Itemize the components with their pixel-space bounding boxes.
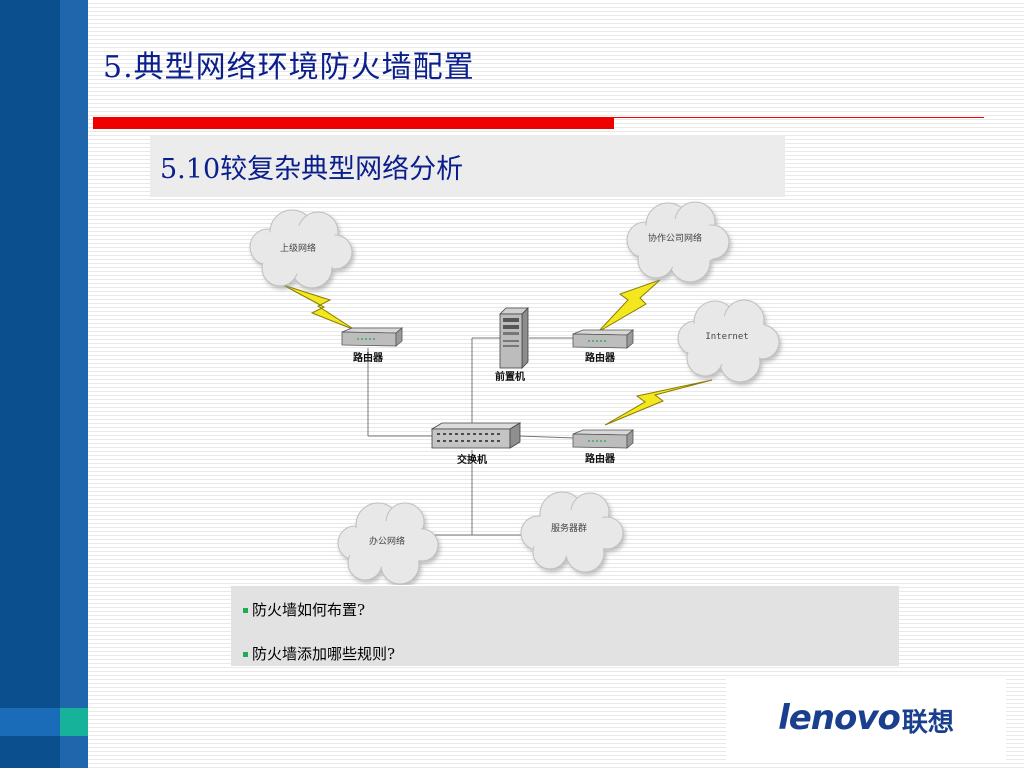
lightning-partner-icon bbox=[597, 279, 661, 333]
cloud-office-icon bbox=[337, 502, 439, 585]
logo-chinese: 联想 bbox=[901, 707, 954, 738]
network-diagram: 上级网络 协作公司网络 Internet 办公网络 服务器群 bbox=[249, 201, 780, 585]
sidebar-dark-band bbox=[0, 0, 60, 768]
slide-subtitle: 5.10较复杂典型网络分析 bbox=[160, 153, 464, 185]
question-item: 防火墙如何布置? bbox=[241, 596, 889, 624]
label-frontend: 前置机 bbox=[495, 370, 525, 383]
router-bottom-right-icon bbox=[572, 429, 635, 449]
subtitle-box: 5.10较复杂典型网络分析 bbox=[150, 135, 785, 197]
question-item: 防火墙添加哪些规则? bbox=[241, 640, 889, 668]
label-switch: 交换机 bbox=[457, 453, 487, 466]
sidebar-light-band bbox=[60, 0, 88, 768]
title-underline-red bbox=[93, 117, 614, 129]
router-top-right-icon bbox=[572, 329, 635, 349]
sidebar-accent-blue bbox=[0, 708, 60, 736]
question-box: 防火墙如何布置? 防火墙添加哪些规则? bbox=[231, 586, 899, 666]
cloud-label-office: 办公网络 bbox=[369, 535, 405, 547]
slide-title: 5.典型网络环境防火墙配置 bbox=[103, 50, 475, 85]
lightning-internet-icon bbox=[604, 379, 713, 426]
logo-wordmark: lenovo bbox=[778, 698, 901, 738]
frontend-server-icon bbox=[499, 307, 529, 369]
cloud-label-upstream: 上级网络 bbox=[280, 242, 316, 254]
cloud-internet-icon bbox=[677, 299, 780, 383]
connection-lines bbox=[367, 337, 576, 536]
title-underline-thin bbox=[614, 117, 984, 118]
cloud-label-servers: 服务器群 bbox=[551, 522, 587, 534]
lightning-upstream-icon bbox=[282, 284, 356, 331]
cloud-upstream-icon bbox=[249, 209, 353, 289]
bullet-square-icon bbox=[243, 607, 248, 613]
label-router-bottom-right: 路由器 bbox=[585, 452, 616, 465]
question-text: 防火墙如何布置? bbox=[252, 601, 366, 619]
label-router-left: 路由器 bbox=[353, 351, 384, 364]
switch-icon bbox=[430, 422, 522, 449]
wireless-links bbox=[282, 279, 713, 426]
bullet-square-icon bbox=[243, 651, 248, 657]
question-text: 防火墙添加哪些规则? bbox=[252, 645, 396, 663]
cloud-servers-icon bbox=[520, 491, 624, 573]
label-router-top-right: 路由器 bbox=[585, 351, 616, 364]
cloud-partner-icon bbox=[626, 201, 730, 283]
sidebar-accent-green bbox=[60, 708, 88, 736]
cloud-label-partner: 协作公司网络 bbox=[648, 232, 702, 244]
router-left-icon bbox=[341, 327, 404, 347]
clouds bbox=[249, 201, 780, 585]
lenovo-logo: lenovo 联想 bbox=[726, 676, 1006, 760]
cloud-label-internet: Internet bbox=[705, 332, 748, 342]
